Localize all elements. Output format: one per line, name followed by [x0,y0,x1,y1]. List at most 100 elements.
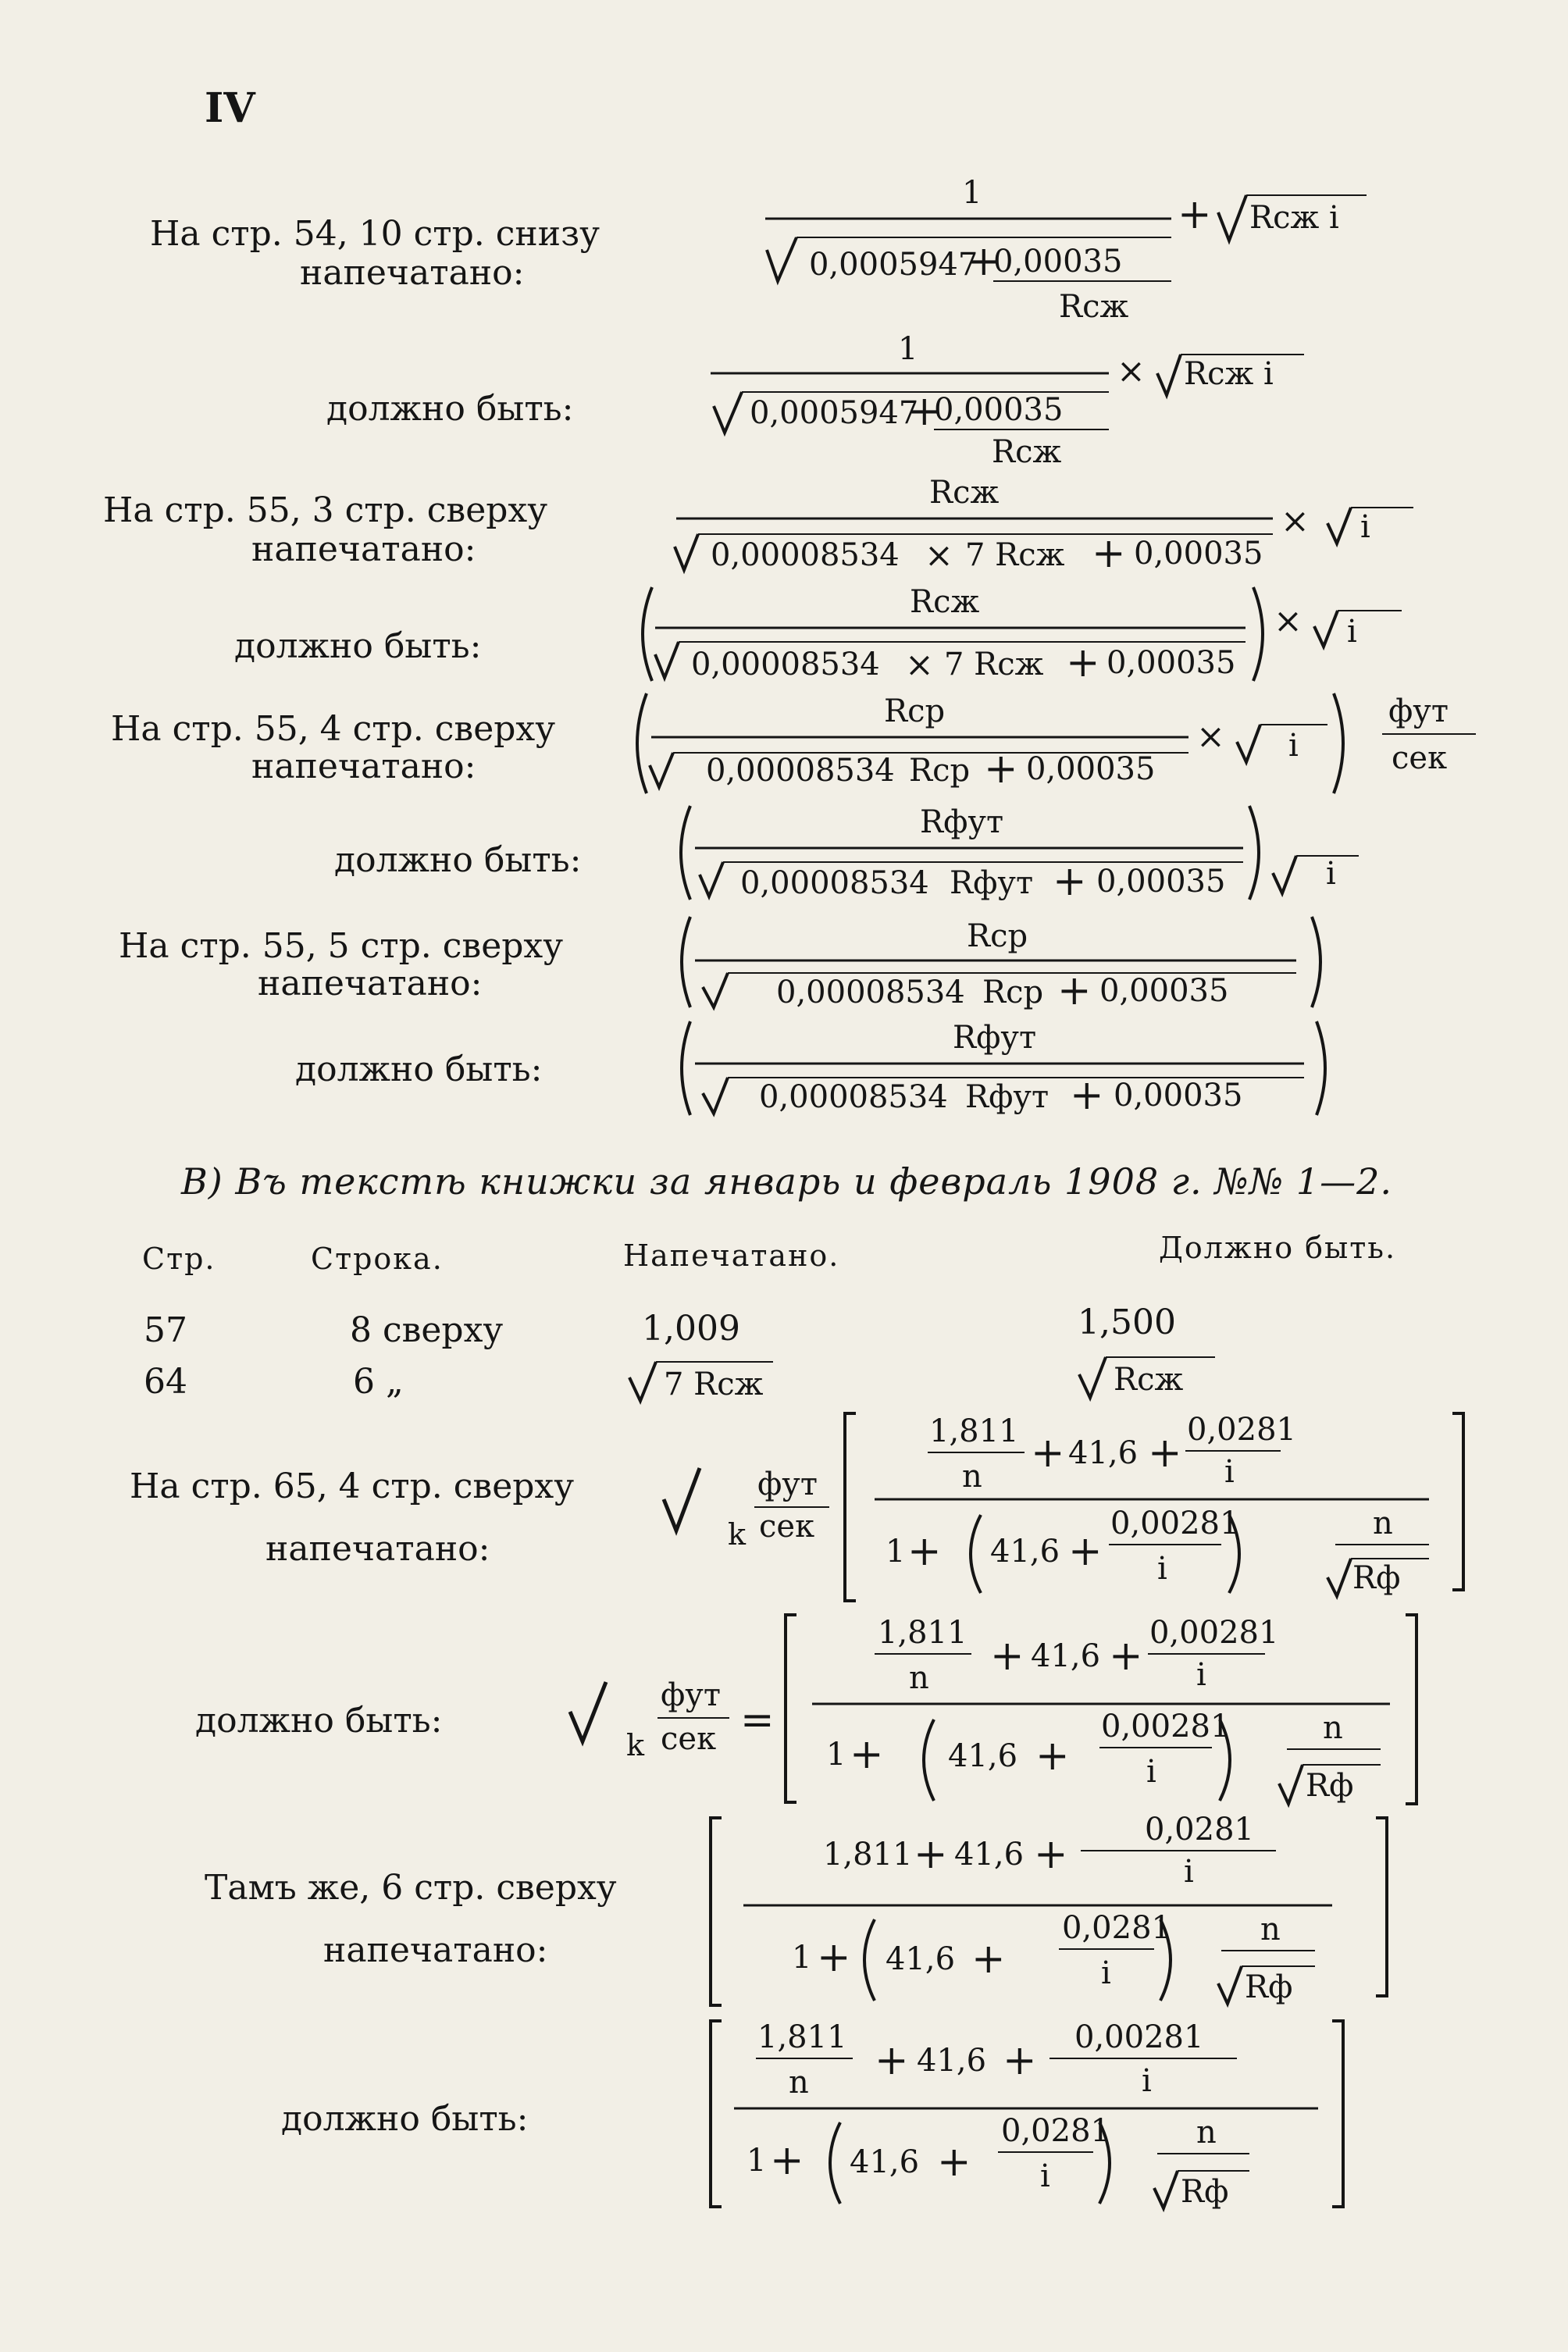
svg-text:n: n [1196,2115,1217,2151]
label-must-1: должно быть: [326,389,574,429]
svg-text:Rфут: Rфут [953,1020,1036,1056]
svg-text:0,00281: 0,00281 [1101,1709,1230,1744]
svg-text:+: + [907,388,942,435]
table-row-1-printed: 1,009 [642,1309,740,1349]
svg-text:+: + [967,238,1001,285]
svg-text:+: + [850,1731,884,1778]
label-printed-5: напечатано: [265,1529,490,1569]
svg-text:+: + [1031,1430,1065,1477]
svg-text:×: × [1274,601,1303,641]
svg-text:1: 1 [962,175,982,211]
label-printed-2: напечатано: [251,529,476,569]
svg-text:Rсж: Rсж [929,475,1000,511]
svg-text:41,6: 41,6 [917,2043,986,2079]
svg-text:41,6: 41,6 [886,1941,955,1977]
svg-text:1,811: 1,811 [757,2019,847,2055]
svg-text:Rф: Rф [1245,1969,1292,2005]
formula-p65-4-printed: фут k сек 1,811 n + 41,6 + 0,0281 i 1 + … [661,1412,1465,1602]
svg-text:+: + [1109,1633,1143,1680]
svg-text:Rф: Rф [1306,1768,1353,1804]
svg-text:i: i [1347,614,1357,650]
formula-p55-3-correct: Rсж 0,00008534 × 7 Rсж + 0,00035 × i [641,584,1402,686]
label-must-4: должно быть: [295,1049,543,1089]
svg-text:×: × [905,645,934,685]
svg-text:+: + [1070,1072,1104,1119]
svg-text:+: + [990,1633,1025,1680]
table-row-2-correct: Rсж [1078,1356,1215,1402]
svg-text:фут: фут [661,1677,721,1713]
svg-text:+: + [817,1934,851,1981]
svg-text:+: + [1178,191,1212,238]
formula-p54-correct: 1 0,0005947 + 0,00035 Rсж × Rсж i [711,331,1304,470]
svg-text:+: + [1068,1528,1103,1575]
svg-text:7 Rсж: 7 Rсж [965,537,1065,573]
svg-text:1,811: 1,811 [823,1837,913,1873]
svg-text:+: + [971,1936,1006,1983]
svg-text:Rфут: Rфут [920,804,1003,840]
svg-text:0,00035: 0,00035 [1099,973,1228,1009]
label-printed-3: напечатано: [251,747,476,786]
svg-text:i: i [1146,1754,1156,1790]
svg-text:+: + [1003,2037,1037,2084]
label-must-6: должно быть: [281,2099,529,2139]
label-p55-4: На стр. 55, 4 стр. сверху [111,709,556,749]
svg-text:=: = [740,1697,775,1744]
svg-text:0,00035: 0,00035 [993,244,1122,280]
label-p65-4: На стр. 65, 4 стр. сверху [130,1466,575,1506]
label-must-5: должно быть: [195,1701,443,1741]
svg-text:×: × [1196,717,1225,757]
formula-p55-5-correct: Rфут 0,00008534 Rфут + 0,00035 [680,1020,1327,1119]
svg-text:Rфут: Rфут [965,1079,1049,1115]
svg-text:+: + [1034,1831,1068,1878]
svg-text:+: + [770,2137,804,2184]
table-row-1-page: 57 [144,1310,187,1350]
svg-text:+: + [1035,1733,1070,1780]
svg-text:+: + [1053,858,1087,905]
svg-text:0,00035: 0,00035 [1107,645,1235,681]
svg-text:Rсж: Rсж [1114,1362,1184,1398]
svg-text:Rср: Rср [884,693,945,729]
svg-text:7 Rсж: 7 Rсж [664,1367,764,1402]
svg-text:1: 1 [826,1737,846,1773]
label-must-3: должно быть: [334,840,582,880]
svg-text:сек: сек [1392,740,1447,776]
svg-text:41,6: 41,6 [1068,1435,1138,1471]
label-p55-3: На стр. 55, 3 стр. сверху [103,490,548,530]
svg-text:1: 1 [886,1534,905,1570]
formula-p55-4-printed: Rср 0,00008534 Rср + 0,00035 × i фут сек [636,693,1476,794]
svg-text:n: n [1323,1710,1343,1746]
svg-text:×: × [1281,501,1310,541]
svg-text:0,00008534: 0,00008534 [759,1079,948,1115]
formula-same-6-printed: 1,811 + 41,6 + 0,0281 i 1 + 41,6 + 0,028… [709,1812,1388,2008]
svg-text:k: k [728,1517,747,1552]
svg-text:фут: фут [757,1466,818,1502]
svg-text:i: i [1326,856,1336,892]
svg-text:1: 1 [747,2143,766,2179]
svg-text:Rср: Rср [982,975,1043,1010]
svg-text:0,00035: 0,00035 [1134,536,1263,572]
svg-text:Rф: Rф [1181,2174,1228,2210]
svg-text:Rсж i: Rсж i [1249,200,1339,236]
svg-text:i: i [1101,1955,1111,1991]
svg-text:0,0281: 0,0281 [1062,1910,1171,1946]
svg-text:Rсж: Rсж [1059,289,1129,325]
svg-text:7 Rсж: 7 Rсж [944,647,1044,682]
svg-text:×: × [1117,351,1146,391]
svg-text:i: i [1040,2158,1050,2194]
label-p55-5: На стр. 55, 5 стр. сверху [119,926,564,966]
svg-text:+: + [937,2139,971,2186]
svg-text:41,6: 41,6 [1031,1638,1100,1674]
svg-text:+: + [914,1831,948,1878]
svg-text:n: n [909,1660,929,1696]
svg-text:0,00035: 0,00035 [1114,1078,1242,1114]
page-number: IV [205,84,255,132]
svg-text:0,0281: 0,0281 [1187,1412,1296,1448]
svg-text:i: i [1360,509,1370,545]
svg-text:Rср: Rср [967,918,1028,954]
svg-text:0,00008534: 0,00008534 [711,537,900,573]
svg-text:Rфут: Rфут [950,865,1033,901]
formula-p55-3-printed: Rсж 0,00008534 × 7 Rсж + 0,00035 × i [673,475,1413,577]
svg-text:i: i [1196,1657,1206,1693]
svg-text:сек: сек [661,1721,716,1757]
svg-text:0,00281: 0,00281 [1149,1615,1278,1651]
